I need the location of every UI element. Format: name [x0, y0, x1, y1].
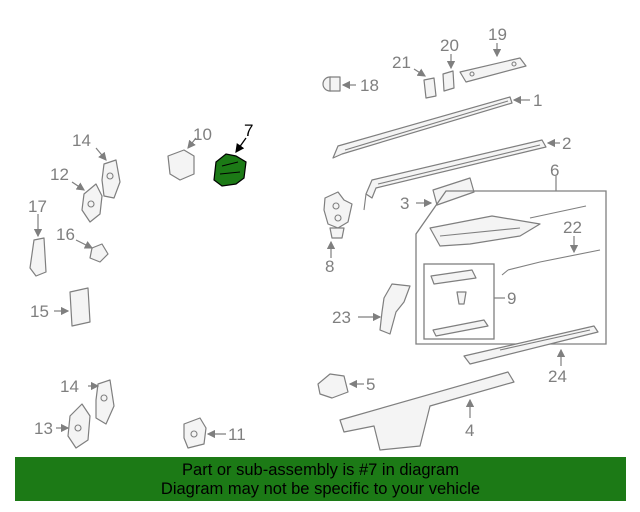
part-13-hinge — [56, 403, 91, 449]
part-19-plate — [459, 43, 527, 83]
part-17-rod — [29, 214, 47, 277]
part-24-scuff-plate — [463, 325, 599, 366]
callout-2: 2 — [562, 134, 571, 153]
part-7-highlighted — [213, 137, 247, 187]
callout-13: 13 — [34, 419, 53, 438]
part-4-sill — [339, 371, 515, 451]
part-14-upper-hinge — [95, 147, 121, 199]
part-14-lower-hinge — [88, 379, 115, 425]
info-banner: Part or sub-assembly is #7 in diagram Di… — [15, 457, 626, 501]
callout-labels: 1 2 3 4 5 6 7 8 9 10 11 12 13 14 14 15 1… — [28, 25, 582, 444]
parts-diagram: 1 2 3 4 5 6 7 8 9 10 11 12 13 14 14 15 1… — [28, 25, 607, 451]
callout-20: 20 — [440, 36, 459, 55]
callout-10: 10 — [193, 125, 212, 144]
part-21-clip — [413, 68, 437, 99]
callout-11: 11 — [228, 425, 246, 444]
callout-18: 18 — [360, 76, 379, 95]
part-23-bracket — [358, 283, 411, 335]
callout-22: 22 — [563, 218, 582, 237]
callout-9: 9 — [507, 289, 516, 308]
callout-8: 8 — [325, 257, 334, 276]
callout-15: 15 — [30, 302, 49, 321]
callout-14-upper: 14 — [72, 131, 91, 150]
part-1-rail — [332, 95, 530, 159]
part-5-striker — [317, 373, 364, 399]
part-8-hinge — [323, 191, 353, 258]
callout-17: 17 — [28, 197, 47, 216]
callout-6: 6 — [550, 161, 559, 180]
callout-24: 24 — [548, 367, 567, 386]
callout-19: 19 — [488, 25, 507, 44]
part-10-cap — [167, 137, 197, 181]
callout-7: 7 — [244, 121, 253, 140]
callout-21: 21 — [392, 53, 411, 72]
callout-4: 4 — [465, 421, 474, 440]
banner-line-1: Part or sub-assembly is #7 in diagram — [182, 461, 459, 479]
callout-12: 12 — [50, 165, 69, 184]
callout-1: 1 — [533, 91, 542, 110]
part-6-group — [415, 176, 607, 345]
callout-5: 5 — [366, 375, 375, 394]
part-2-channel — [363, 138, 560, 211]
part-11-striker — [183, 417, 226, 449]
part-20-clip — [442, 54, 456, 92]
part-16-bracket — [75, 239, 109, 263]
callout-16: 16 — [56, 225, 75, 244]
part-15-block — [54, 287, 91, 327]
callout-3: 3 — [400, 194, 409, 213]
part-12-hinge — [71, 181, 103, 223]
callout-14-lower: 14 — [60, 377, 79, 396]
part-18-plug — [322, 76, 356, 92]
callout-23: 23 — [332, 308, 351, 327]
banner-line-2: Diagram may not be specific to your vehi… — [160, 480, 481, 498]
